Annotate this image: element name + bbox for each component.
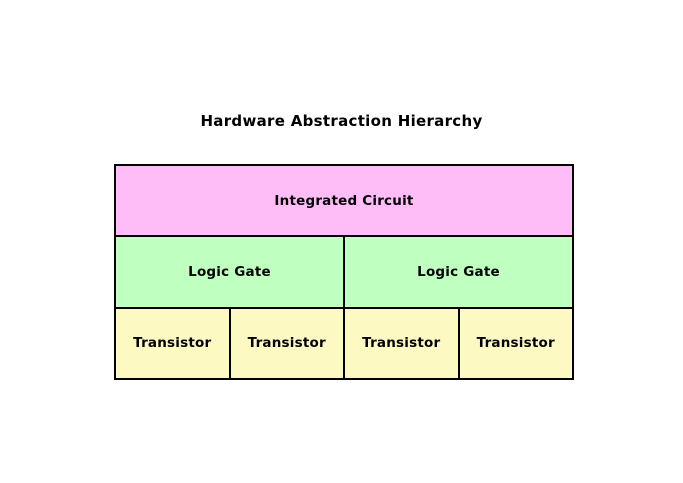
integrated-circuit-box: Integrated Circuit — [116, 166, 572, 236]
diagram-title: Hardware Abstraction Hierarchy — [200, 112, 483, 130]
logic-gate-box: Logic Gate — [116, 237, 343, 307]
transistor-box: Transistor — [345, 308, 458, 378]
level-logic-gate: Logic Gate Logic Gate — [116, 237, 572, 307]
level-integrated-circuit: Integrated Circuit — [116, 166, 572, 236]
transistor-box: Transistor — [116, 308, 229, 378]
hierarchy-table: Integrated Circuit Logic Gate Logic Gate… — [114, 164, 574, 380]
level-transistor: Transistor Transistor Transistor Transis… — [116, 308, 572, 378]
transistor-box: Transistor — [230, 308, 343, 378]
logic-gate-box: Logic Gate — [345, 237, 572, 307]
transistor-box: Transistor — [459, 308, 572, 378]
